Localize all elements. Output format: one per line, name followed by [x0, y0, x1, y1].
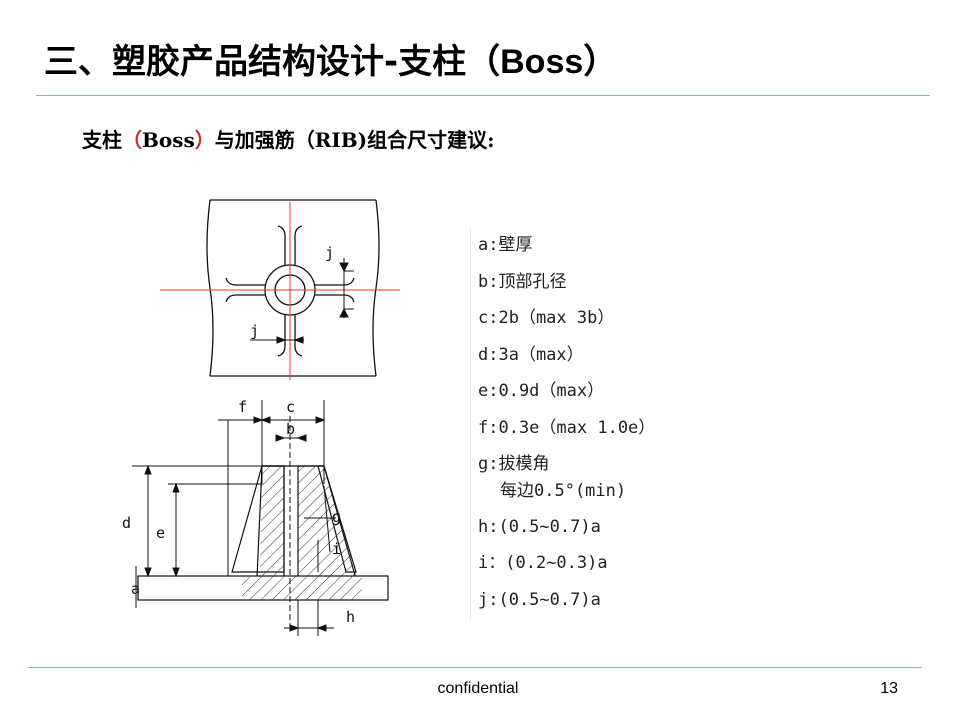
subtitle-rib: RIB): [314, 128, 368, 152]
title-end: ）: [583, 42, 618, 82]
page-title: 三、塑胶产品结构设计-支柱（Boss）: [44, 40, 617, 84]
subtitle-boss: Boss: [142, 128, 195, 152]
title-main: 三、塑胶产品结构设计-支柱（: [44, 42, 501, 82]
legend-item-f: f:0.3e（max 1.0e）: [478, 417, 656, 438]
footer-divider: [28, 667, 922, 668]
label-b: b: [286, 420, 295, 438]
label-e: e: [156, 524, 165, 542]
label-c: c: [286, 398, 295, 416]
legend-item-e: e:0.9d（max）: [478, 381, 605, 401]
section-dimensions: [132, 400, 336, 636]
label-a: a: [131, 580, 140, 598]
dimension-legend: a:壁厚 b:顶部孔径 c:2b（max 3b） d:3a（max） e:0.9…: [478, 231, 678, 622]
subtitle: 支柱（Boss）与加强筋（RIB)组合尺寸建议:: [82, 126, 495, 154]
label-h: h: [346, 608, 355, 626]
legend-item-h: h:(0.5~0.7)a: [478, 516, 601, 537]
legend-item-d: d:3a（max）: [478, 344, 584, 365]
footer-confidential: confidential: [437, 680, 519, 697]
title-boss: Boss: [500, 43, 584, 81]
subtitle-part3: 组合尺寸建议:: [367, 128, 495, 152]
subtitle-part1: 支柱: [82, 128, 122, 152]
legend-item-i: i：(0.2~0.3)a: [478, 553, 608, 573]
section-view: [137, 416, 389, 628]
subtitle-close: ）: [194, 128, 215, 152]
legend-item-b: b:顶部孔径: [478, 271, 567, 292]
legend-item-c: c:2b（max 3b）: [478, 308, 615, 328]
label-j-bottom: j: [250, 322, 259, 340]
title-divider: [36, 95, 930, 96]
label-f: f: [238, 398, 247, 416]
subtitle-open: （: [122, 128, 142, 152]
label-g: g: [332, 508, 341, 526]
top-view-centerlines: [160, 202, 400, 380]
legend-item-g-detail: 每边0.5°(min): [500, 480, 627, 501]
legend-item-a: a:壁厚: [478, 235, 533, 255]
page-number: 13: [880, 680, 898, 697]
label-d: d: [122, 514, 131, 532]
boss-rib-drawing: j j: [122, 199, 400, 636]
label-i: i: [332, 540, 341, 558]
legend-item-g: g:拔模角: [478, 454, 550, 474]
label-j-top: j: [325, 244, 334, 262]
j-dimension-top: [250, 258, 354, 344]
subtitle-part2: 与加强筋（: [214, 128, 315, 152]
top-view: [206, 199, 380, 377]
legend-item-j: j:(0.5~0.7)a: [478, 589, 601, 610]
legend-edge: [470, 228, 471, 620]
